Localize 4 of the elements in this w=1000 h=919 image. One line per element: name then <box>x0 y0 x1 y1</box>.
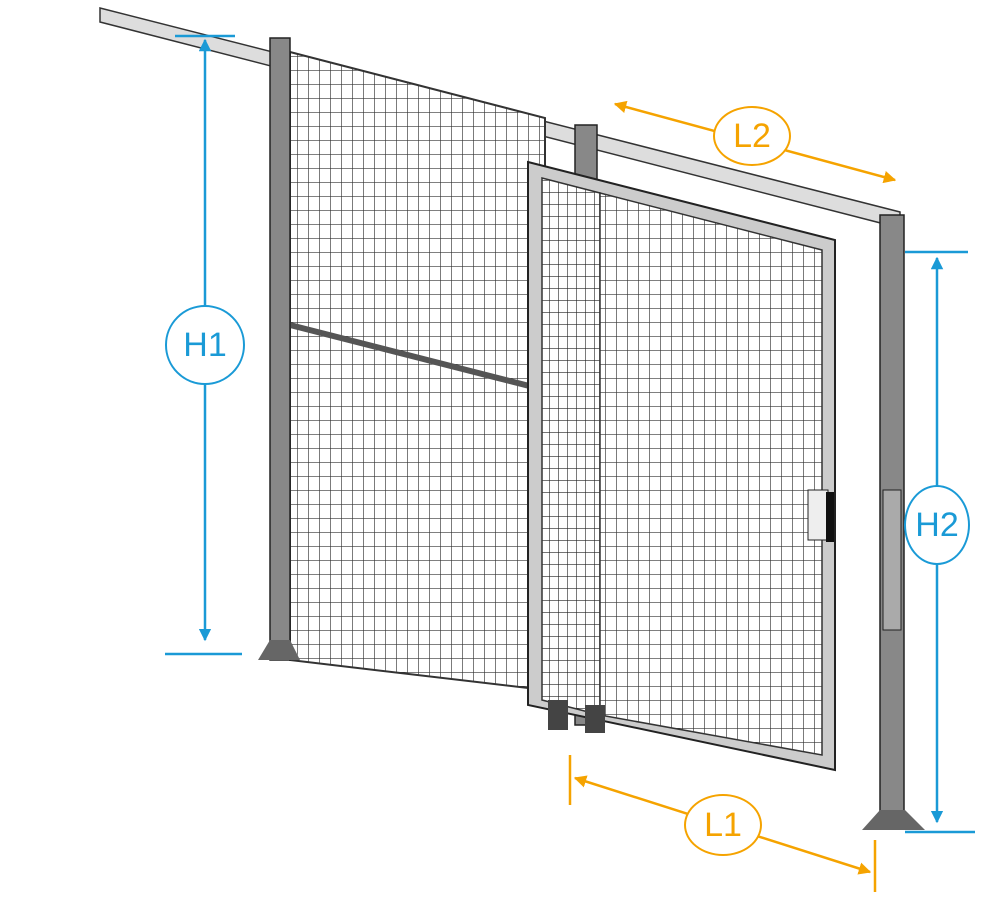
dimension-label: L2 <box>713 106 791 166</box>
dimension-label: H2 <box>904 485 970 565</box>
dimension-label: H1 <box>165 305 245 385</box>
dimension-label: L1 <box>684 794 762 856</box>
